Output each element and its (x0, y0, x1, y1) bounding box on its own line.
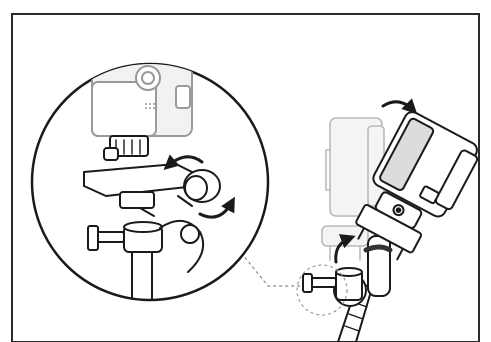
mount-fingers (104, 136, 148, 160)
zoom-callout (32, 58, 268, 300)
zoom-camera (92, 58, 192, 136)
rotate-arrow-top (383, 102, 413, 110)
right-scene (303, 102, 483, 342)
clamp-cylinder (366, 236, 390, 296)
ball-joint (303, 268, 366, 306)
